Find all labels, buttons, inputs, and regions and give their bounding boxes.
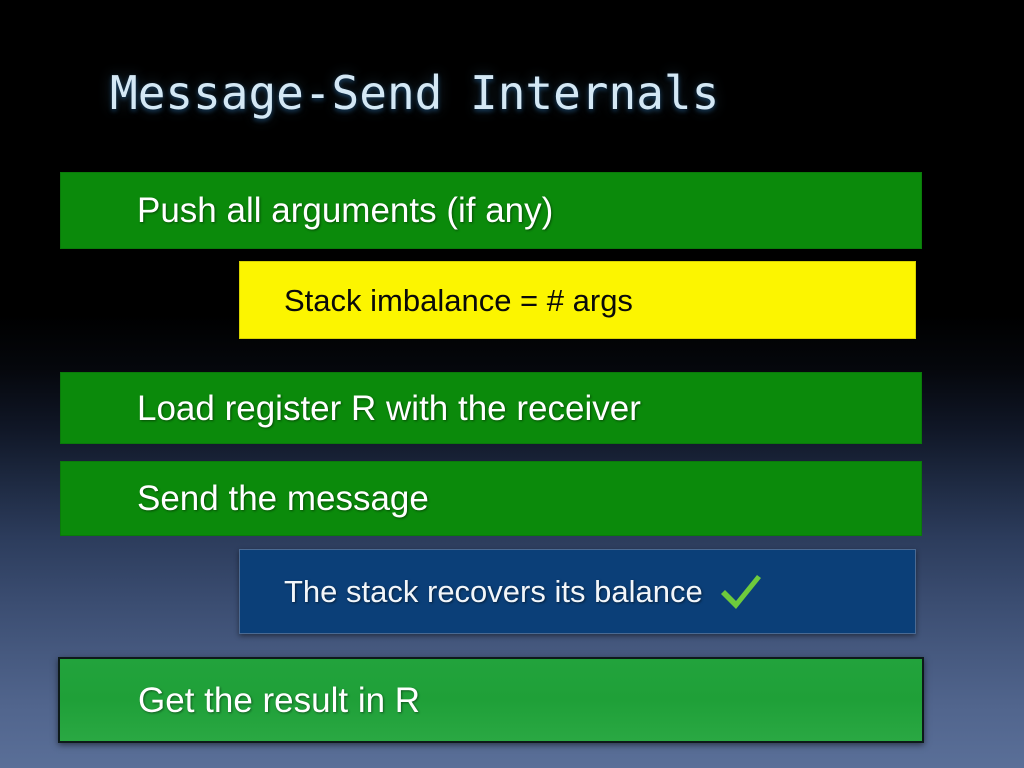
callout-box-stack-recovers[interactable]: The stack recovers its balance [239,549,916,634]
page-title: Message-Send Internals [110,66,720,120]
step-box-get-result[interactable]: Get the result in R [58,657,924,743]
callout-label-stack-recovers: The stack recovers its balance [284,574,703,609]
step-box-push-arguments[interactable]: Push all arguments (if any) [60,172,922,249]
step-box-send-message[interactable]: Send the message [60,461,922,536]
step-label-load-register: Load register R with the receiver [137,388,641,428]
check-icon [717,570,763,614]
callout-box-stack-imbalance[interactable]: Stack imbalance = # args [239,261,916,339]
step-box-load-register[interactable]: Load register R with the receiver [60,372,922,444]
step-label-push-arguments: Push all arguments (if any) [137,191,554,230]
callout-label-stack-imbalance: Stack imbalance = # args [284,282,633,318]
step-label-get-result: Get the result in R [138,680,421,720]
step-label-send-message: Send the message [137,479,429,518]
